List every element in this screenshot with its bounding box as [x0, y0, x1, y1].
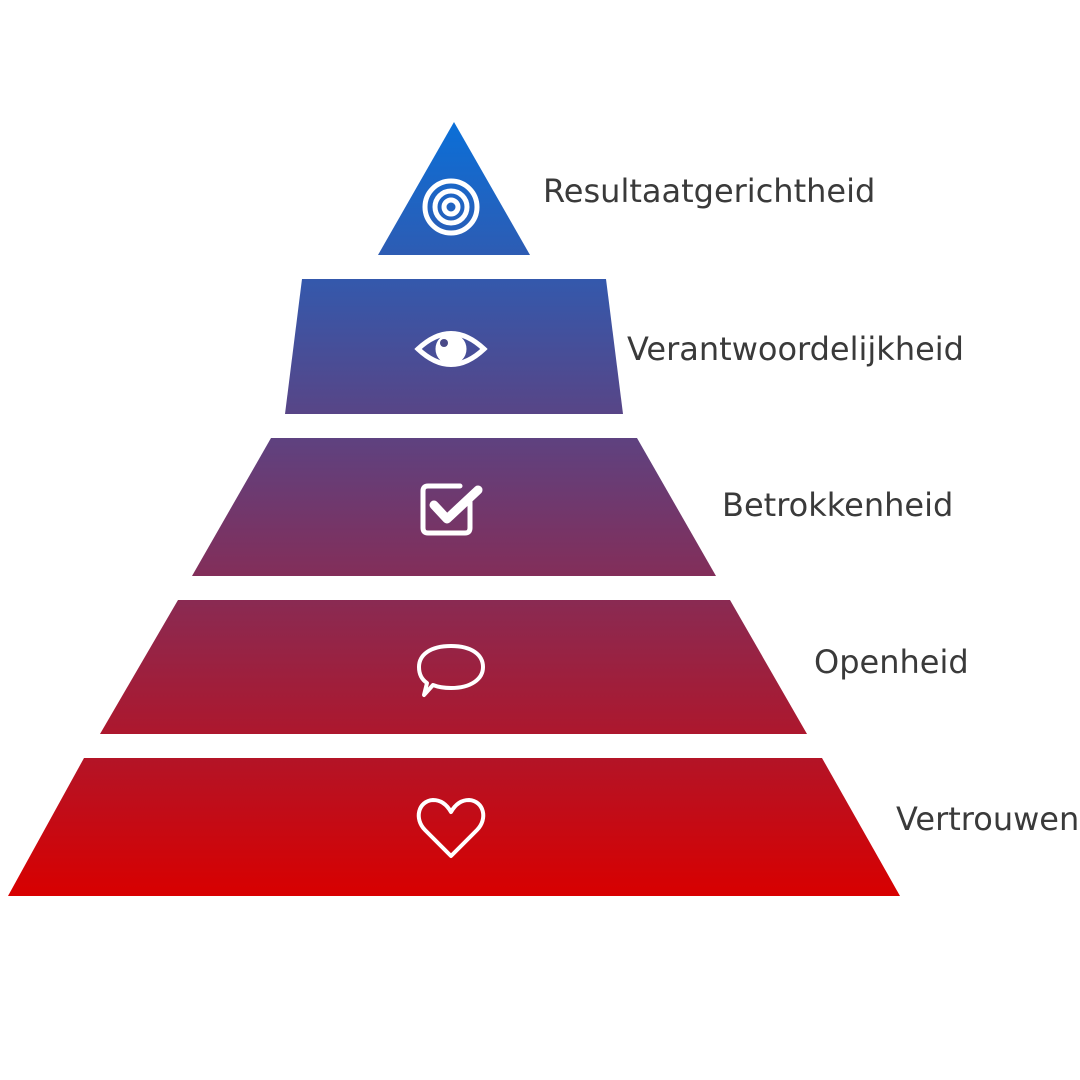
tier-5-shape [8, 758, 900, 896]
speech-bubble-icon [417, 644, 485, 697]
heart-icon [416, 798, 486, 858]
tier-4-label: Openheid [814, 643, 969, 681]
checkbox-icon [420, 483, 483, 536]
eye-icon [414, 331, 488, 367]
target-icon [422, 178, 480, 236]
tier-3-label: Betrokkenheid [722, 486, 953, 524]
tier-2-label: Verantwoordelijkheid [627, 330, 964, 368]
tier-4-shape [100, 600, 807, 734]
tier-5-label: Vertrouwen [896, 800, 1079, 838]
tier-1-shape [378, 122, 530, 255]
tier-1-label: Resultaatgerichtheid [543, 172, 875, 210]
